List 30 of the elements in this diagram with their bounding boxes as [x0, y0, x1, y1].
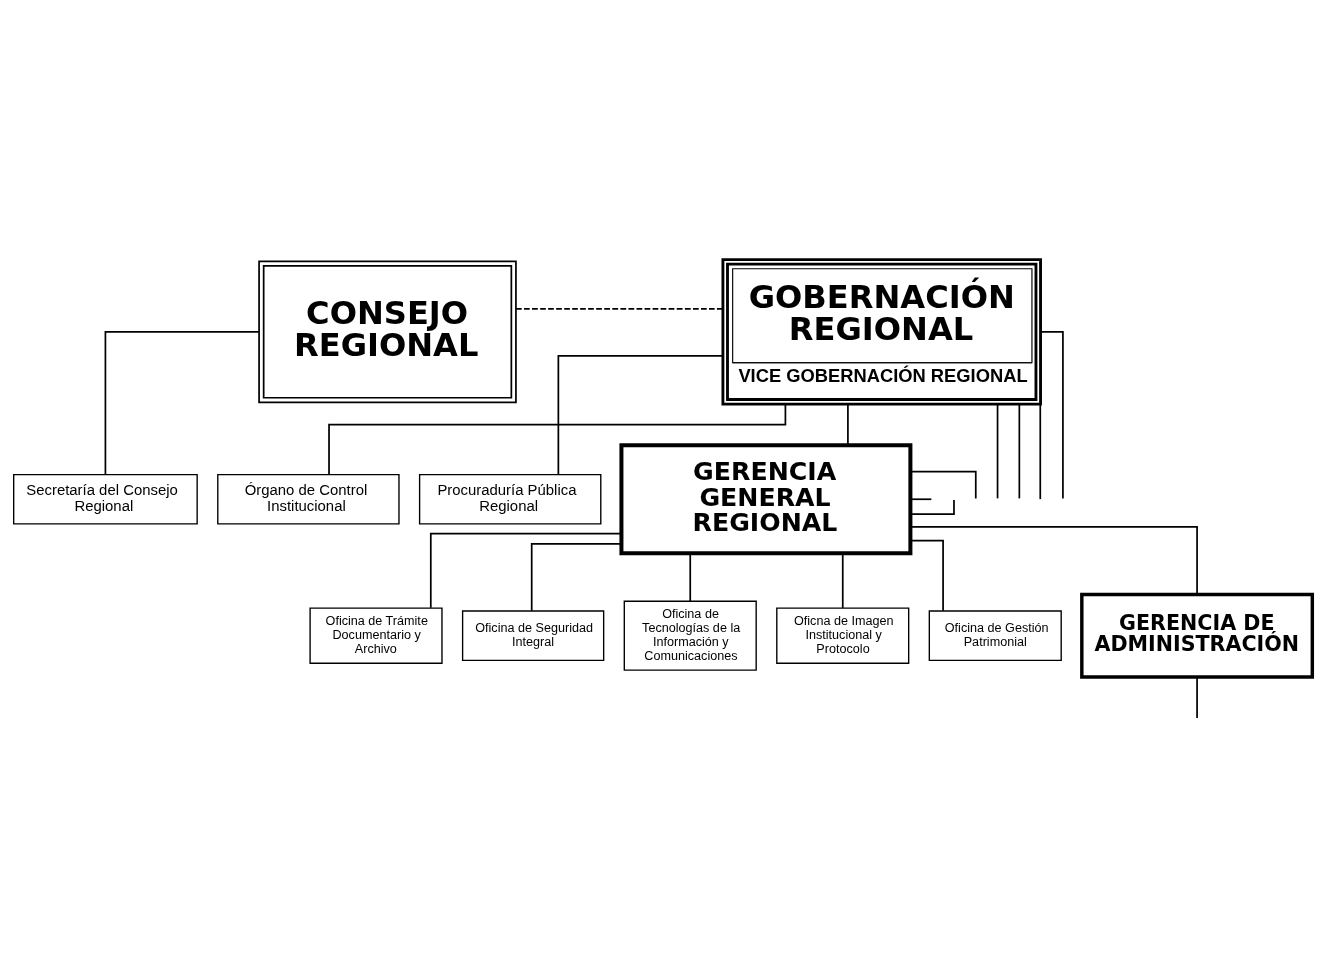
connector	[909, 525, 1198, 596]
node-box: Oficina de Seguridad Integral	[461, 610, 605, 662]
connector	[104, 330, 260, 476]
connector	[847, 403, 849, 446]
connector	[910, 499, 955, 515]
connector	[996, 403, 999, 500]
connector	[909, 470, 977, 500]
node-box: Oficina de Gestión Patrimonial	[928, 610, 1062, 662]
connector	[689, 552, 692, 602]
node-box: Órgano de Control Institucional	[217, 473, 400, 525]
connector	[557, 355, 724, 476]
node-box: GOBERNACIÓN REGIONAL VICE GOBERNACIÓN REGIONAL	[721, 258, 1042, 406]
connector	[841, 552, 844, 609]
node-box: Oficina de Tecnologías de la Información y Comunicaciones	[623, 600, 757, 671]
node-box: Secretaría del Consejo Regional	[13, 473, 198, 525]
node-box: GERENCIA DE ADMINISTRACIÓN	[1080, 592, 1315, 679]
connector	[909, 539, 944, 612]
connector	[1039, 330, 1064, 500]
node-box: Oficna de Imagen Institucional y Protocolo	[776, 607, 910, 664]
node-box: CONSEJO REGIONAL	[258, 260, 517, 404]
connector	[530, 543, 623, 612]
node-box: Oficina de Trámite Documentario y Archivo	[309, 607, 443, 664]
connector	[1018, 403, 1021, 500]
connector	[429, 532, 623, 609]
node-box: GERENCIA GENERAL REGIONAL	[619, 443, 913, 556]
node-box: Procuraduría Pública Regional	[418, 473, 602, 525]
connector	[1196, 676, 1198, 719]
connector	[1039, 403, 1042, 500]
connector	[909, 498, 933, 501]
connector	[515, 308, 724, 310]
